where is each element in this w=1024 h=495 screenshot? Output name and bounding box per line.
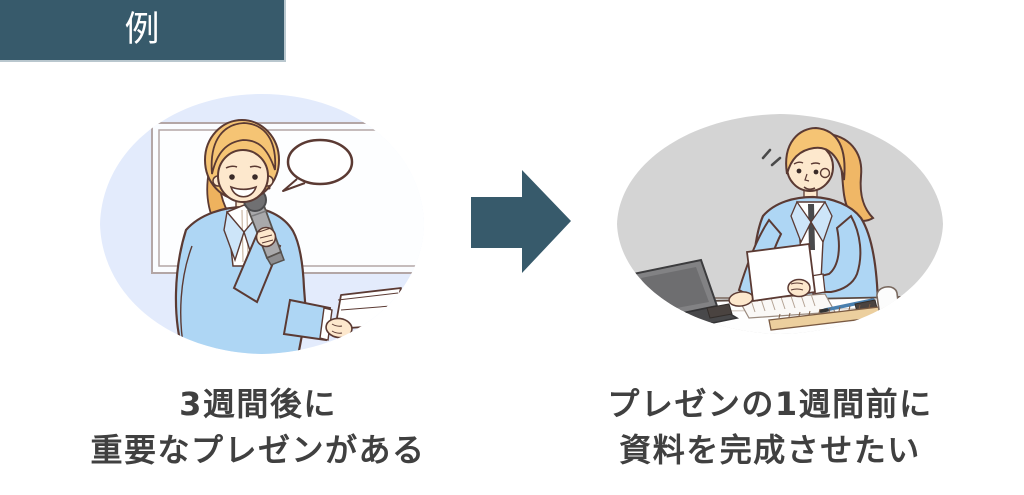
- lapel-left: [790, 200, 812, 244]
- right-arm-sleeve: [811, 214, 862, 293]
- right-hand: [787, 278, 811, 298]
- nose: [804, 173, 810, 182]
- eye-right: [813, 169, 819, 175]
- left-caption: 3週間後に 重要なプレゼンがある: [48, 381, 468, 473]
- example-badge: 例: [0, 0, 286, 62]
- tie: [808, 204, 815, 250]
- right-caption: プレゼンの1週間前に 資料を完成させたい: [560, 381, 980, 473]
- left-caption-line2: 重要なプレゼンがある: [90, 431, 426, 469]
- eye-right: [252, 174, 258, 180]
- example-badge-label: 例: [124, 9, 160, 50]
- stapler-icon: [706, 303, 733, 319]
- ear: [819, 167, 831, 179]
- presentation-scene-illustration: [100, 94, 424, 354]
- eye-left: [229, 174, 235, 180]
- notice-dashes-icon: [761, 148, 782, 167]
- lapel-left: [223, 210, 245, 263]
- left-caption-line1: 3週間後に: [179, 385, 337, 423]
- earring: [267, 186, 271, 190]
- bangs: [210, 122, 277, 175]
- hair-top: [785, 126, 846, 181]
- brows: [225, 165, 262, 169]
- right-caption-line1: プレゼンの1週間前に: [607, 385, 933, 423]
- lapel-right: [810, 200, 833, 244]
- eye-left: [796, 168, 802, 174]
- speech-bubble-icon: [282, 138, 354, 192]
- right-arrow-icon: [471, 170, 571, 273]
- right-caption-line2: 資料を完成させたい: [619, 431, 921, 469]
- presenter-woman: [174, 119, 402, 354]
- mouth: [803, 186, 816, 191]
- flow-arrow: [471, 170, 571, 273]
- mic-hand: [255, 226, 277, 248]
- desk-work-scene-illustration: [617, 114, 943, 334]
- smiling-mouth: [229, 185, 258, 198]
- paper-hand: [325, 317, 353, 339]
- brows: [793, 161, 821, 165]
